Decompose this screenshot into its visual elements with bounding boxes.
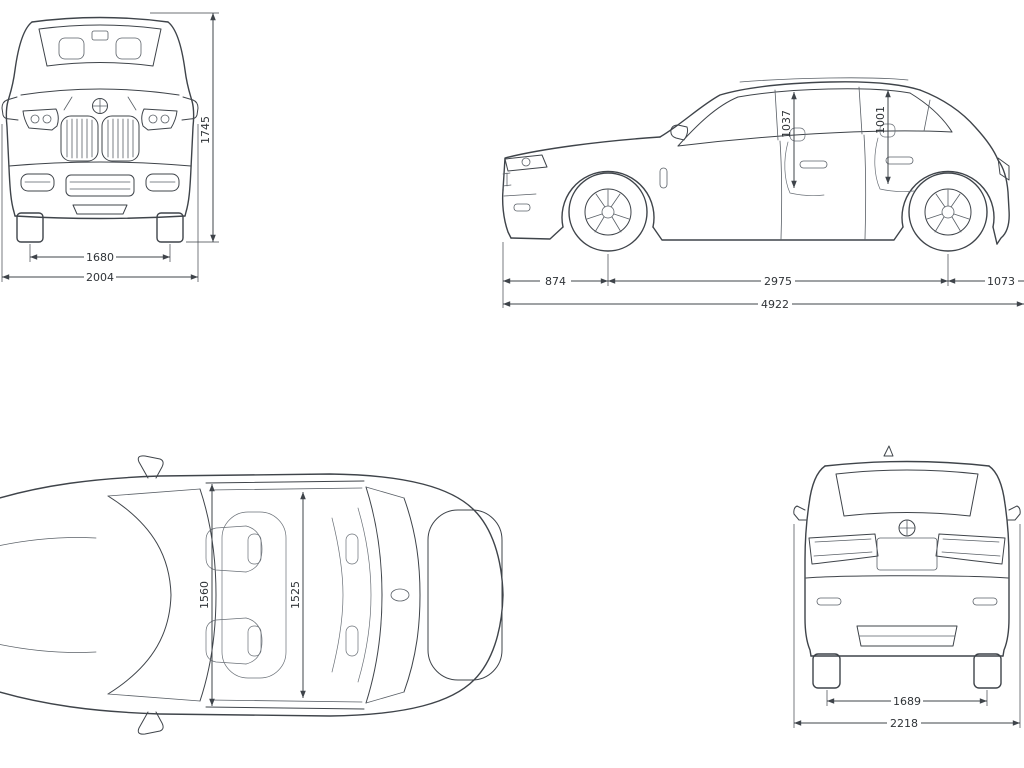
bmw-roundel-icon — [92, 98, 108, 114]
rear-right-mirror — [1007, 505, 1021, 521]
front-wheel — [568, 172, 648, 252]
right-reflector — [972, 597, 998, 606]
front-overhang-dim-label: 874 — [545, 275, 566, 288]
top-view: 1560 1525 — [0, 452, 515, 737]
front-bumper — [8, 161, 192, 215]
dimension-rear-track: 1689 — [826, 690, 988, 708]
side-headlight — [504, 154, 548, 172]
left-headrest — [58, 37, 85, 60]
rear-lights — [808, 533, 1006, 565]
rear-interior-width-dim-label: 1525 — [289, 581, 302, 609]
front-view-drawing: 1745 1680 2004 — [1, 12, 219, 284]
front-interior-width-dim-label: 1560 — [198, 581, 211, 609]
rear-view: 1689 2218 — [785, 432, 1024, 732]
rear-view-drawing: 1689 2218 — [793, 445, 1021, 730]
fender-vent — [659, 167, 668, 189]
headlights — [22, 108, 178, 131]
side-mirror — [670, 124, 689, 141]
front-view: 1745 1680 2004 — [0, 0, 245, 290]
dimension-front-headroom: 1037 — [780, 92, 797, 188]
side-car-outline — [501, 77, 1010, 245]
dimension-overall-width: 2004 — [1, 124, 199, 284]
rear-car-outline — [793, 445, 1021, 657]
bmw-roundel-rear-icon — [898, 519, 916, 537]
dimension-rear-overall-width: 2218 — [793, 524, 1021, 730]
wheelbase-dim-label: 2975 — [764, 275, 792, 288]
dimension-wheelbase: 2975 — [608, 275, 948, 288]
dimension-rear-headroom: 1001 — [874, 90, 891, 184]
rear-overhang-dim-label: 1073 — [987, 275, 1015, 288]
dimension-overall-length: 4922 — [503, 298, 1024, 311]
front-height-dim-label: 1745 — [199, 116, 212, 144]
front-car-outline — [1, 16, 199, 220]
sunroof — [221, 511, 287, 679]
top-view-drawing: 1560 1525 — [0, 455, 504, 735]
dimension-front-overhang: 874 — [502, 242, 949, 308]
front-width-dim-label: 2004 — [86, 271, 114, 284]
rear-headroom-dim-label: 1001 — [874, 106, 887, 134]
rear-wheels — [812, 653, 1002, 689]
rear-width-dim-label: 2218 — [890, 717, 918, 730]
dimension-height: 1745 — [150, 12, 219, 243]
top-rear-bench — [331, 507, 372, 683]
rear-tailgate — [805, 537, 1009, 647]
antenna-icon — [390, 588, 410, 602]
dimension-rear-overhang: 1073 — [948, 275, 1024, 288]
dimension-track-width: 1680 — [29, 244, 171, 264]
tailgate-outline — [427, 509, 503, 681]
front-door-handle — [799, 160, 828, 169]
overall-length-dim-label: 4922 — [761, 298, 789, 311]
rearview-mirror-icon — [91, 30, 109, 41]
front-headroom-dim-label: 1037 — [780, 110, 793, 138]
rear-wheel — [908, 172, 988, 252]
left-reflector — [816, 597, 842, 606]
dimension-front-interior-width: 1560 — [198, 484, 215, 706]
license-plate-recess — [876, 537, 938, 571]
left-mirror — [1, 96, 19, 121]
side-taillight — [997, 157, 1010, 181]
top-right-mirror — [137, 711, 164, 735]
right-headrest — [115, 37, 142, 60]
front-wheels — [16, 212, 184, 243]
top-car-outline — [0, 455, 504, 735]
kidney-grille — [60, 115, 140, 162]
fog-light — [513, 203, 531, 212]
side-view: 1037 1001 874 2975 1073 4922 — [490, 40, 1024, 320]
front-track-dim-label: 1680 — [86, 251, 114, 264]
top-front-seats — [205, 525, 263, 665]
rear-left-mirror — [793, 505, 807, 521]
roof-antenna-icon — [883, 445, 894, 457]
rear-track-dim-label: 1689 — [893, 695, 921, 708]
top-left-mirror — [137, 455, 164, 479]
dimension-rear-interior-width: 1525 — [289, 492, 306, 698]
rear-door-handle — [885, 156, 914, 165]
right-mirror — [181, 96, 199, 121]
side-view-drawing: 1037 1001 874 2975 1073 4922 — [501, 77, 1024, 311]
